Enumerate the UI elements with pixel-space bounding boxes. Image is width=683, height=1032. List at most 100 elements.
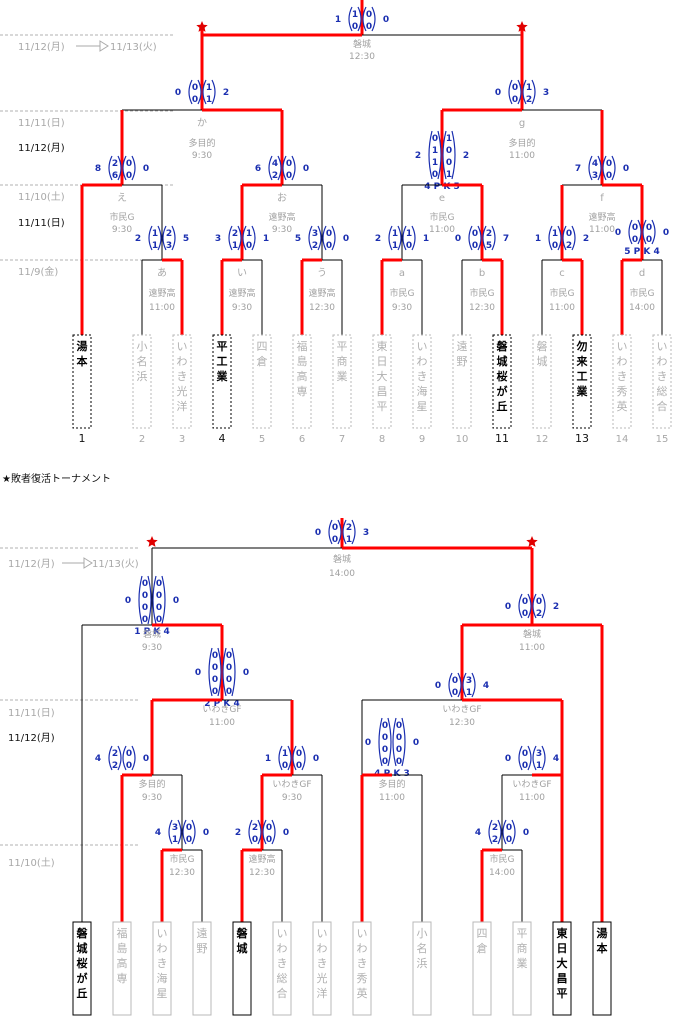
score-cell: 3 [172,823,178,833]
score-total: 0 [505,754,511,764]
match-time: 11:00 [509,151,535,161]
score-total: 0 [315,528,321,538]
score-bracket [448,672,453,698]
match-time: 11:00 [149,303,175,313]
team-box [252,334,272,429]
score-total: 2 [415,151,421,161]
team-name: 勿来工業 [576,339,589,398]
score-cell: 0 [156,603,162,613]
score-cell: 3 [536,749,542,759]
score-cell: 0 [452,688,458,698]
score-bracket [211,79,216,105]
score-bracket [442,130,447,180]
match-time: 11:00 [429,225,455,235]
score-bracket [177,819,182,845]
score-cell: 0 [522,761,528,771]
score-total: 1 [265,754,271,764]
score-cell: 0 [186,835,192,845]
team-box [292,334,312,429]
score-total: 0 [343,234,349,244]
score-total: 2 [235,828,241,838]
score-cell: 2 [312,241,318,251]
score-bracket [188,79,193,105]
score-cell: 0 [156,615,162,625]
score-bracket [611,155,616,181]
match-code: d [639,268,645,279]
score-cell: 0 [282,761,288,771]
score-bracket [482,225,487,251]
score-cell: 0 [326,229,332,239]
score-bracket [117,155,122,181]
score-bracket [257,819,262,845]
score-bracket [228,225,233,251]
score-cell: 1 [152,229,158,239]
score-cell: 0 [646,223,652,233]
score-bracket [477,225,482,251]
score-cell: 0 [522,609,528,619]
score-cell: 4 [272,159,278,169]
score-cell: 0 [142,591,148,601]
date-label: 11/11(日) [18,218,65,229]
score-bracket [471,672,476,698]
match-venue: いわきGF [512,779,551,790]
score-cell: 0 [512,83,518,93]
score-total: 0 [303,164,309,174]
score-cell: 2 [112,159,118,169]
score-bracket [131,155,136,181]
score-bracket [291,155,296,181]
score-total: 4 [95,754,101,764]
score-bracket [517,79,522,105]
score-cell: 0 [296,749,302,759]
score-total: 0 [435,681,441,691]
match-time: 14:00 [629,303,655,313]
team-number: 11 [495,432,509,445]
score-cell: 0 [286,171,292,181]
score-bracket [462,672,467,698]
match-time: 14:00 [489,868,515,878]
score-total: 2 [553,602,559,612]
team-box [552,921,572,1016]
score-cell: 3 [166,241,172,251]
score-cell: 0 [432,170,438,180]
score-bracket [317,225,322,251]
team-number: 14 [616,434,629,445]
team-box [352,921,372,1016]
score-bracket [371,6,376,32]
score-total: 0 [125,596,131,606]
score-cell: 0 [406,241,412,251]
team-box [312,921,332,1016]
score-cell: 1 [232,241,238,251]
score-bracket [308,225,313,251]
score-total: 0 [383,15,389,25]
team-box [112,921,132,1016]
match-venue: 磐城 [523,628,541,640]
score-bracket [171,225,176,251]
match-code: お [277,192,287,204]
score-cell: 0 [142,579,148,589]
score-bracket [531,79,536,105]
score-bracket [597,155,602,181]
score-total: 0 [175,88,181,98]
match-time: 9:30 [142,793,162,803]
date-label: 11/13(火) [110,41,157,53]
cons-team-name: 福島高専 [117,926,128,985]
score-cell: 2 [252,823,258,833]
score-bracket [331,225,336,251]
match-venue: 市民G [630,287,655,299]
score-cell: 1 [346,535,352,545]
score-total: 0 [143,164,149,174]
team-box [512,921,532,1016]
score-bracket [491,225,496,251]
score-bracket [527,593,532,619]
score-bracket [277,155,282,181]
score-cell: 1 [466,688,472,698]
score-bracket [488,819,493,845]
match-time: 14:00 [329,569,355,579]
match-venue: 市民G [170,853,195,865]
score-cell: 0 [446,158,452,168]
score-cell: 0 [522,597,528,607]
match-time: 9:30 [272,225,292,235]
team-number: 13 [575,432,589,445]
match-venue: いわきGF [272,779,311,790]
score-cell: 0 [472,241,478,251]
